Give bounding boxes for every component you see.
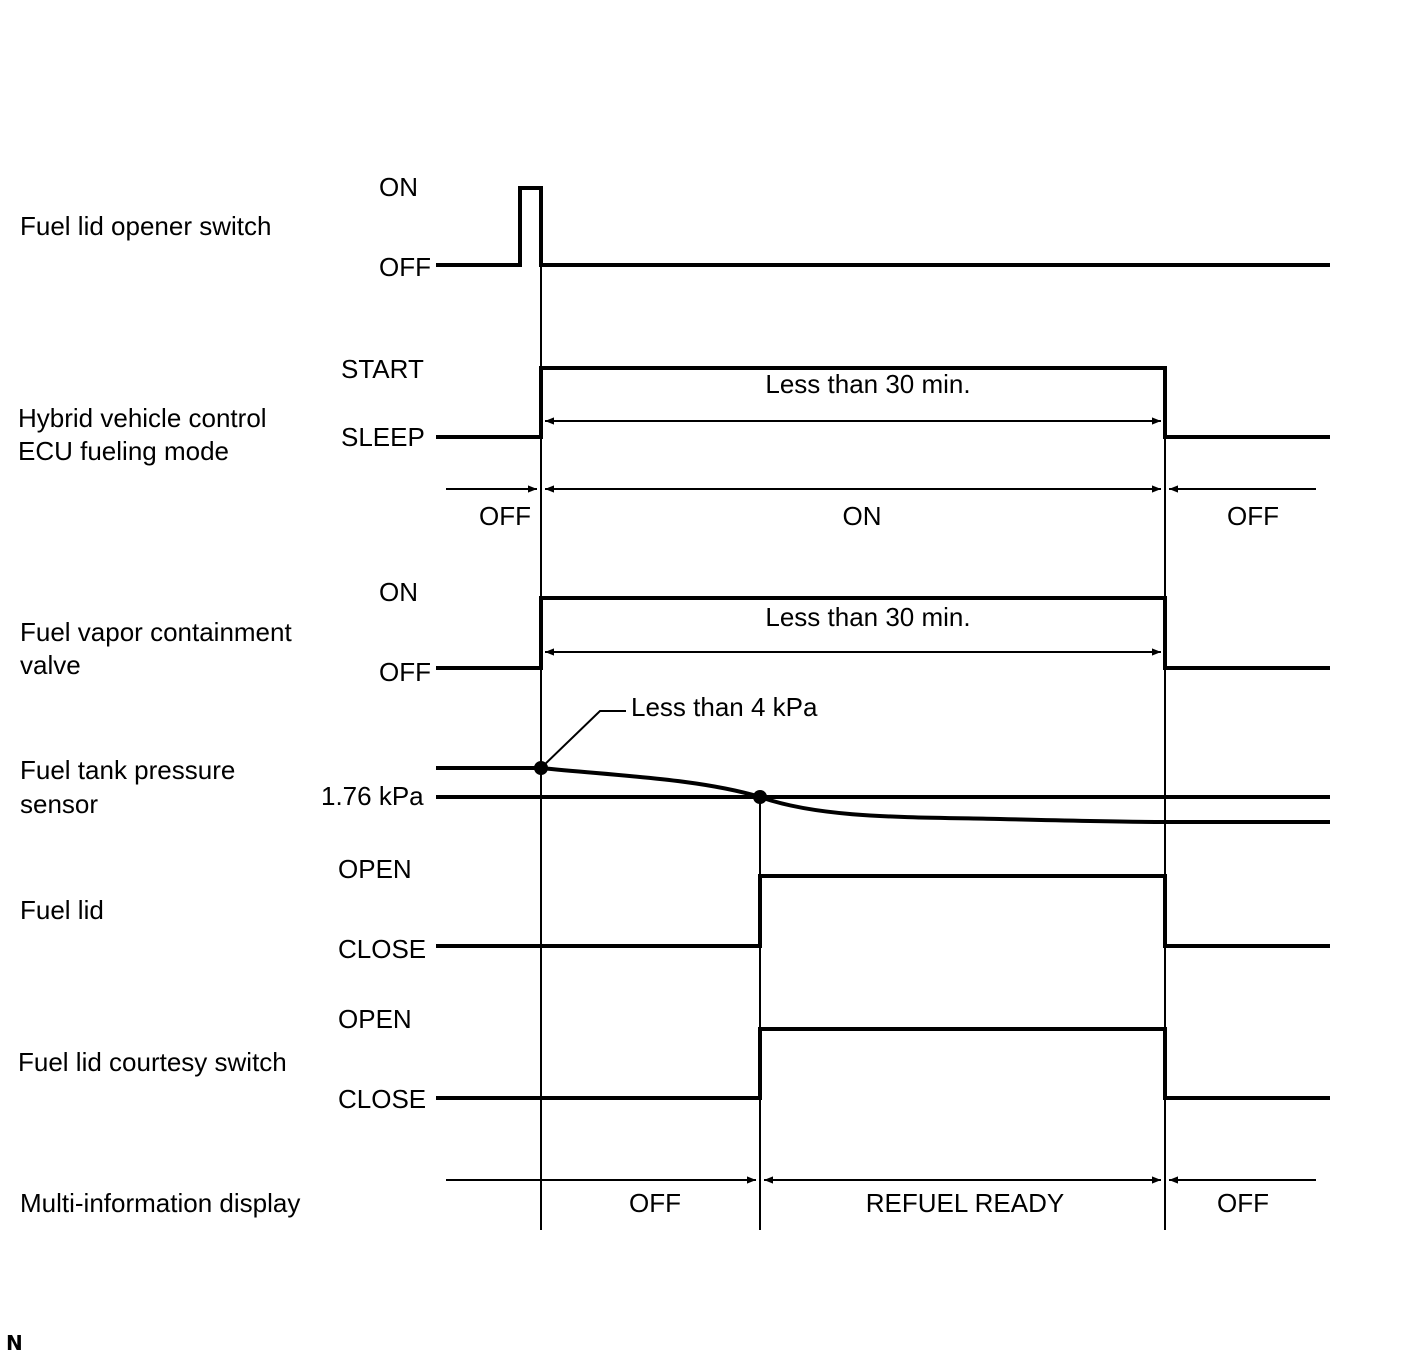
- pressure-callout-leader: [540, 710, 626, 769]
- opener-switch-low: OFF: [379, 252, 431, 282]
- pressure-callout: Less than 4 kPa: [631, 692, 818, 722]
- vapor-valve-duration: Less than 30 min.: [765, 602, 970, 632]
- display-during: REFUEL READY: [866, 1188, 1064, 1218]
- vapor-valve-label-2: valve: [20, 650, 81, 680]
- ecu-state-before: OFF: [479, 501, 531, 531]
- opener-switch-high: ON: [379, 172, 418, 202]
- ecu-state-after: OFF: [1227, 501, 1279, 531]
- pressure-point-threshold: [753, 790, 767, 804]
- ecu-mode-duration: Less than 30 min.: [765, 369, 970, 399]
- fuel-lid-trace: [436, 874, 1330, 948]
- vapor-valve-low: OFF: [379, 657, 431, 687]
- ecu-state-during: ON: [843, 501, 882, 531]
- opener-switch-label: Fuel lid opener switch: [20, 211, 271, 241]
- ecu-mode-low: SLEEP: [341, 422, 425, 452]
- fuel-lid-high: OPEN: [338, 854, 412, 884]
- pressure-label-1: Fuel tank pressure: [20, 755, 235, 785]
- ecu-mode-label-1: Hybrid vehicle control: [18, 403, 267, 433]
- display-before: OFF: [629, 1188, 681, 1218]
- vapor-valve-label-1: Fuel vapor containment: [20, 617, 292, 647]
- pressure-label-2: sensor: [20, 789, 98, 819]
- ecu-mode-high: START: [341, 354, 424, 384]
- courtesy-switch-low: CLOSE: [338, 1084, 426, 1114]
- courtesy-switch-trace: [436, 1027, 1330, 1100]
- courtesy-switch-high: OPEN: [338, 1004, 412, 1034]
- display-label: Multi-information display: [20, 1188, 300, 1218]
- pressure-curve: [436, 766, 1330, 824]
- display-after: OFF: [1217, 1188, 1269, 1218]
- vapor-valve-trace: [436, 596, 1330, 670]
- corner-mark: N: [6, 1331, 23, 1355]
- vapor-valve-high: ON: [379, 577, 418, 607]
- courtesy-switch-label: Fuel lid courtesy switch: [18, 1047, 287, 1077]
- ecu-mode-label-2: ECU fueling mode: [18, 436, 229, 466]
- opener-switch-trace: [436, 186, 1330, 267]
- fuel-lid-label: Fuel lid: [20, 895, 104, 925]
- pressure-threshold-label: 1.76 kPa: [321, 781, 424, 811]
- ecu-mode-trace: [436, 366, 1330, 439]
- fuel-lid-low: CLOSE: [338, 934, 426, 964]
